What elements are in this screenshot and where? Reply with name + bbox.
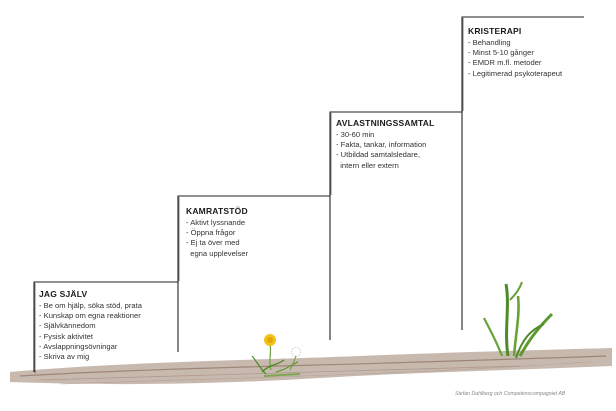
step-title: AVLASTNINGSSAMTAL (336, 118, 435, 128)
step-item-list: - Be om hjälp, söka stöd, prata - Kunska… (39, 301, 142, 362)
list-item: - Kunskap om egna reaktioner (39, 311, 141, 321)
step-item-list: - Aktivt lyssnande - Öppna frågor - Ej t… (186, 218, 248, 259)
grass-icon (483, 281, 554, 359)
list-item: - 30-60 min (336, 130, 375, 139)
list-item: - Aktivt lyssnande (186, 218, 246, 227)
step-item-list: - 30-60 min - Fakta, tankar, information… (336, 130, 434, 171)
list-item: - Avslappningsövningar (39, 341, 118, 351)
list-item: egna upplevelser (186, 248, 249, 258)
step-4-outline (461, 16, 584, 112)
step-jag-sjalv: JAG SJÄLV - Be om hjälp, söka stöd, prat… (39, 289, 142, 362)
list-item: intern eller extern (336, 160, 399, 170)
list-item: - Legitimerad psykoterapeut (468, 68, 563, 78)
dandelion-icon (251, 334, 301, 377)
list-item: - Fakta, tankar, information (336, 140, 427, 150)
step-title: KAMRATSTÖD (186, 206, 248, 216)
list-item: - EMDR m.fl. metoder (468, 58, 542, 68)
staircase-lines (33, 16, 584, 373)
step-title: JAG SJÄLV (39, 289, 88, 299)
step-avlastningssamtal: AVLASTNINGSSAMTAL - 30-60 min - Fakta, t… (336, 118, 434, 171)
step-kamratstod: KAMRATSTÖD - Aktivt lyssnande - Öppna fr… (186, 206, 248, 259)
list-item: - Utbildad samtalsledare, (336, 150, 420, 160)
list-item: - Be om hjälp, söka stöd, prata (39, 301, 142, 310)
list-item: - Fysisk aktivitet (39, 331, 94, 341)
list-item: - Självkännedom (39, 321, 96, 331)
credit-text: Stefan Dahlberg och Competenscompagniet … (455, 391, 566, 397)
list-item: - Ej ta över med (186, 238, 240, 248)
ground (10, 348, 612, 385)
list-item: - Behandling (468, 38, 511, 47)
step-3-outline (329, 111, 463, 330)
step-title: KRISTERAPI (468, 26, 522, 36)
step-kristerapi: KRISTERAPI - Behandling - Minst 5-10 gån… (468, 26, 562, 79)
list-item: - Skriva av mig (39, 352, 90, 362)
step-item-list: - Behandling - Minst 5-10 gånger - EMDR … (468, 38, 562, 79)
list-item: - Öppna frågor (186, 228, 236, 238)
step-2-outline (177, 195, 331, 340)
step-1-outline (33, 281, 179, 372)
list-item: - Minst 5-10 gånger (468, 48, 534, 58)
